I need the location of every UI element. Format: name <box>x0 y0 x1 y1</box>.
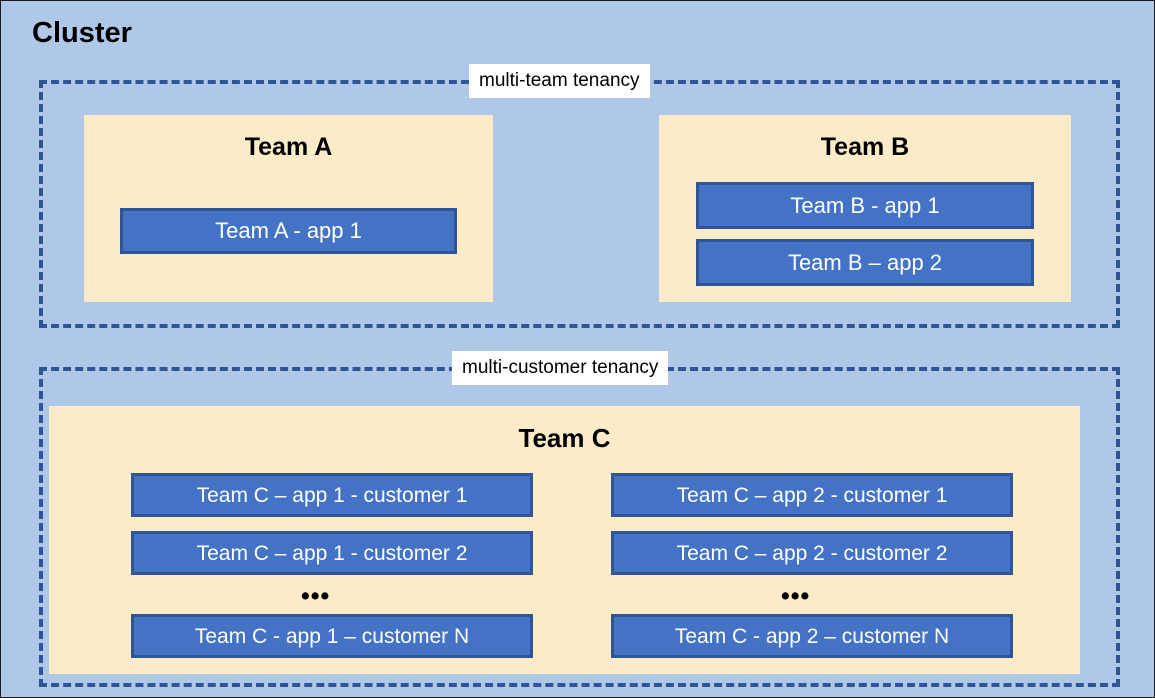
app-box-team-c-app-1-customer-n[interactable]: Team C - app 1 – customer N <box>131 614 533 658</box>
team-title-team-a: Team A <box>244 133 333 161</box>
app-box-team-c-app-1-customer-2[interactable]: Team C – app 1 - customer 2 <box>131 531 533 575</box>
team-title-team-b: Team B <box>820 133 910 161</box>
zone-label-multi-team-tenancy: multi-team tenancy <box>469 64 650 98</box>
app-box-team-c-app-2-customer-2[interactable]: Team C – app 2 - customer 2 <box>611 531 1013 575</box>
page-title: Cluster <box>32 17 132 49</box>
ellipsis-team-c-app-1: ••• <box>301 582 331 610</box>
team-title-team-c: Team C <box>518 423 611 453</box>
zone-label-multi-customer-tenancy: multi-customer tenancy <box>452 351 669 385</box>
ellipsis-team-c-app-2: ••• <box>781 582 811 610</box>
app-box-team-c-app-1-customer-1[interactable]: Team C – app 1 - customer 1 <box>131 473 533 517</box>
app-box-team-b-app-2[interactable]: Team B – app 2 <box>696 239 1034 286</box>
app-box-team-c-app-2-customer-n[interactable]: Team C - app 2 – customer N <box>611 614 1013 658</box>
app-box-team-b-app-1[interactable]: Team B - app 1 <box>696 182 1034 229</box>
app-box-team-c-app-2-customer-1[interactable]: Team C – app 2 - customer 1 <box>611 473 1013 517</box>
app-box-team-a-app-1[interactable]: Team A - app 1 <box>120 208 457 254</box>
